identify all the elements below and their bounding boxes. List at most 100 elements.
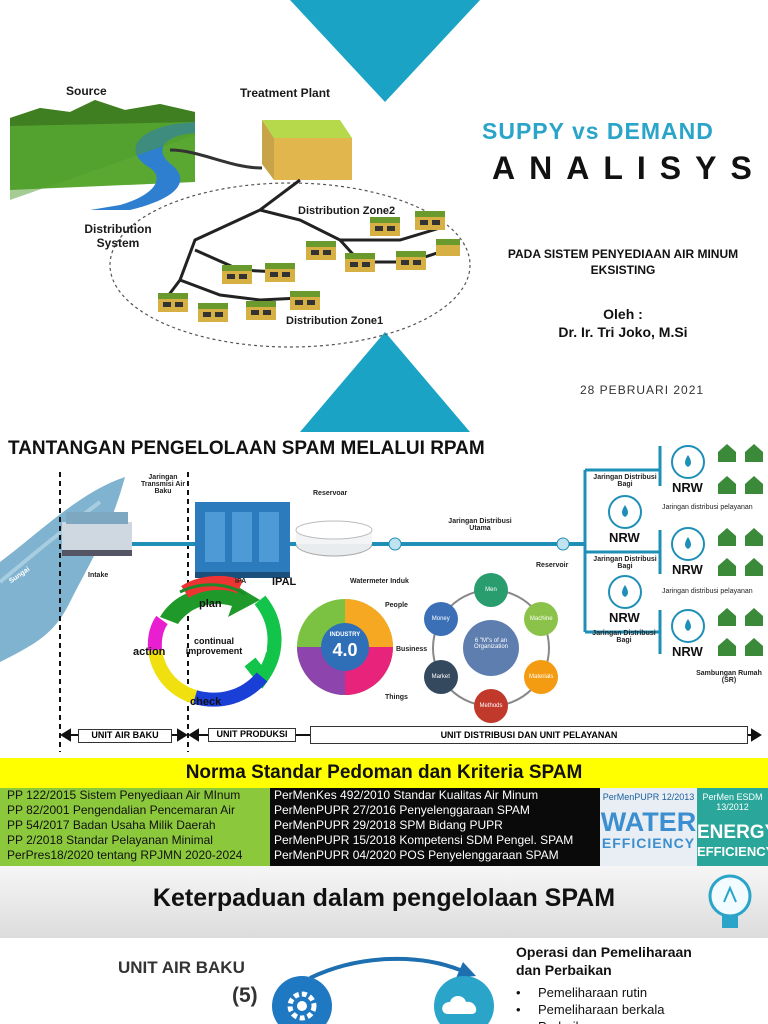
slide3-title: Norma Standar Pedoman dan Kriteria SPAM (0, 758, 768, 788)
regulation-item: PerMenPUPR 15/2018 Kompetensi SDM Pengel… (274, 833, 574, 847)
unit-produksi: UNIT PRODUKSI (208, 728, 296, 742)
nrw-label-5: NRW (672, 644, 703, 659)
slide-keterpaduan: Keterpaduan dalam pengelolaan SPAM UNIT … (0, 866, 768, 1024)
label-intake: Intake (88, 572, 109, 579)
industry-version: 4.0 (332, 640, 358, 660)
bottom-triangle (300, 332, 470, 432)
regulation-item: PerMenPUPR 27/2016 Penyelenggaraan SPAM (274, 803, 530, 817)
regulation-item: PerMenPUPR 04/2020 POS Penyelenggaraan S… (274, 848, 559, 862)
label-zone1: Distribution Zone1 (286, 315, 384, 327)
op-list-item: Pemeliharaan rutin (516, 984, 664, 1001)
label-distribution-line2: System (96, 236, 140, 250)
energy-word: ENERGY (697, 822, 768, 843)
author: Dr. Ir. Tri Joko, M.Si (558, 324, 688, 340)
pdca-check: check (190, 696, 222, 708)
op-title-line1: Operasi dan Pemeliharaan (516, 944, 692, 960)
industry-things: Things (385, 694, 408, 701)
energy-efficiency-box: PerMen ESDM 13/2012 ENERGY EFFICIENCY (697, 788, 768, 866)
regulation-item: PP 2/2018 Standar Pelayanan Minimal (7, 833, 213, 847)
label-sambungan: Sambungan Rumah (SR) (696, 670, 762, 684)
op-title-line2: dan Perbaikan (516, 962, 612, 978)
label-reservoar: Reservoar (313, 490, 348, 497)
op-list-item: Perbaikan (516, 1018, 664, 1024)
water-efficiency: EFFICIENCY (601, 835, 696, 851)
nrw-label-1: NRW (672, 480, 703, 495)
by-label: Oleh : (603, 306, 643, 322)
op-list-item: Pemeliharaan berkala (516, 1001, 664, 1018)
treatment-plant (262, 120, 352, 180)
label-transmisi: Jaringan Transmisi Air Baku (140, 474, 186, 495)
industry-people: People (385, 602, 408, 609)
intake-structure (62, 512, 132, 556)
pipe-network (163, 178, 441, 302)
label-source: Source (66, 84, 107, 98)
water-reg: PerMenPUPR 12/2013 (602, 792, 695, 802)
title-supply-demand: SUPPY vs DEMAND (482, 118, 714, 144)
nrw-label-2: NRW (609, 530, 640, 545)
subtitle: PADA SISTEM PENYEDIAAN AIR MINUM EKSISTI… (507, 247, 739, 277)
water-efficiency-box: PerMenPUPR 12/2013 WATER EFFICIENCY (600, 788, 697, 866)
ipa-plant (195, 502, 290, 578)
houses (158, 211, 460, 322)
unit-distribusi: UNIT DISTRIBUSI DAN UNIT PELAYANAN (310, 726, 748, 744)
regulation-item: PerPres18/2020 tentang RPJMN 2020-2024 (7, 848, 243, 862)
slide4-title: Keterpaduan dalam pengelolaan SPAM (152, 884, 616, 912)
water-word: WATER (600, 807, 697, 837)
date: 28 PEBRUARI 2021 (580, 383, 705, 397)
regulations-permen: PerMenKes 492/2010 Standar Kualitas Air … (270, 788, 600, 866)
pdca-cycle (147, 575, 282, 707)
regulation-item: PP 122/2015 Sistem Penyediaan Air MInum (7, 788, 241, 802)
regulation-item: PP 82/2001 Pengendalian Pencemaran Air (7, 803, 235, 817)
six-m-item: Men (474, 573, 508, 607)
branch-pipes (583, 446, 662, 654)
industry-label: INDUSTRY (329, 632, 361, 638)
op-list: Pemeliharaan rutinPemeliharaan berkalaPe… (516, 984, 664, 1024)
source-landscape (10, 100, 195, 210)
title-analisys: ANALISYS (492, 150, 766, 186)
slide2-graphics (0, 444, 763, 752)
label-distribution-system: Distribution System (78, 222, 158, 250)
pdca-action: action (133, 646, 166, 658)
label-pelayanan-2: Jaringan distribusi pelayanan (662, 588, 753, 595)
slide-supply-demand: Source Treatment Plant Distribution Syst… (0, 0, 768, 432)
regulation-item: PerMenKes 492/2010 Standar Kualitas Air … (274, 788, 539, 802)
slide2-title: TANTANGAN PENGELOLAAN SPAM MELALUI RPAM (8, 438, 485, 459)
industry-business: Business (396, 646, 428, 653)
six-m-center: 6 "M"s of an Organization (473, 638, 509, 650)
lightbulb-icon (708, 874, 752, 928)
top-triangle (290, 0, 480, 102)
distribution-boundary (109, 182, 471, 348)
label-jdb-2: Jaringan Distribusi Bagi (593, 556, 657, 570)
op-title: Operasi dan Pemeliharaan dan Perbaikan (516, 943, 692, 979)
nrw-label-4: NRW (609, 610, 640, 625)
house-icons (718, 444, 763, 656)
pdca-plan: plan (199, 598, 222, 610)
regulation-item: PP 54/2017 Badan Usaha Milik Daerah (7, 818, 216, 832)
label-watermeter: Watermeter Induk (350, 578, 409, 585)
six-m-item: Market (423, 660, 458, 694)
label-jdb-1: Jaringan Distribusi Bagi (593, 474, 657, 488)
pdca-center: continual improvement (185, 636, 243, 656)
label-distribution-line1: Distribution (84, 222, 152, 236)
six-m-item: Methods (474, 689, 508, 723)
unit-air-baku-label: UNIT AIR BAKU (118, 958, 245, 977)
slide1-graphics (10, 0, 480, 432)
label-ipa: IPA (235, 578, 247, 585)
six-m-item: Materials (524, 660, 559, 694)
label-ipal: IPAL (272, 576, 297, 588)
nrw-label-3: NRW (672, 562, 703, 577)
label-pelayanan-1: Jaringan distribusi pelayanan (662, 504, 753, 511)
slide-rpam: TANTANGAN PENGELOLAAN SPAM MELALUI RPAM … (0, 432, 768, 758)
regulation-item: PerMenPUPR 29/2018 SPM Bidang PUPR (274, 818, 503, 832)
label-zone2: Distribution Zone2 (298, 205, 396, 217)
reservoar-tank (295, 520, 373, 557)
unit-number: (5) (232, 984, 258, 1007)
label-treatment-plant: Treatment Plant (240, 86, 331, 100)
pdca-do: do (254, 644, 268, 656)
river (0, 477, 125, 662)
six-m-item: Machine (524, 602, 559, 636)
industry-badge (297, 599, 393, 695)
cycle-graphic (272, 956, 494, 1024)
energy-reg: PerMen ESDM 13/2012 (702, 792, 763, 812)
